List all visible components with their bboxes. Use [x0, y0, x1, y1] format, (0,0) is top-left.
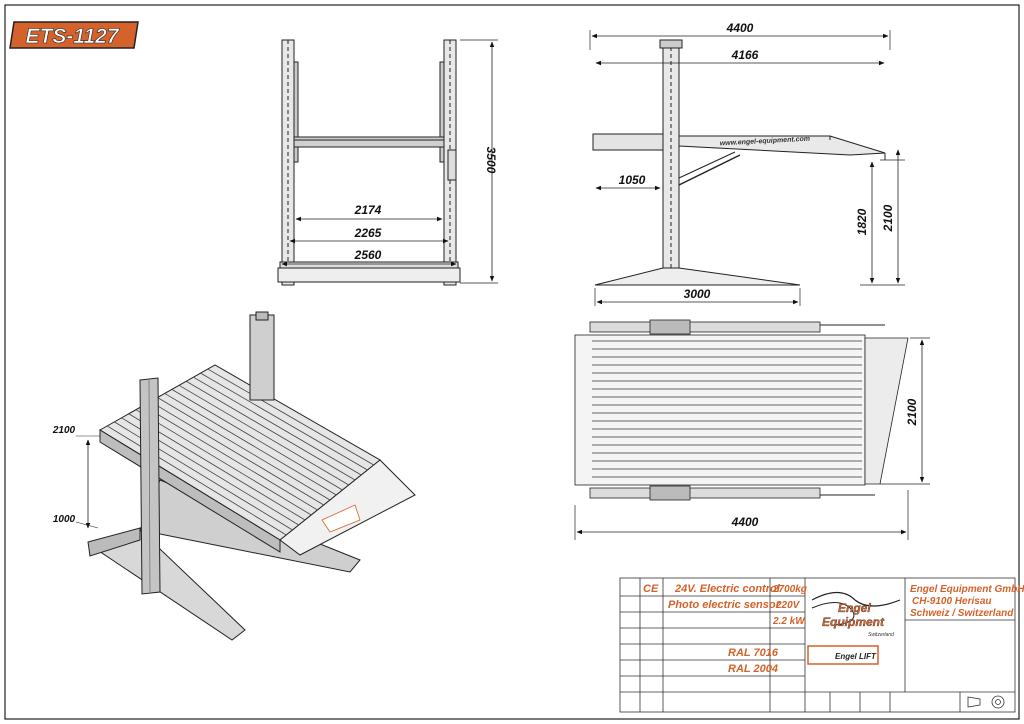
- logo-line-1: Engel: [838, 601, 871, 615]
- model-label: ETS-1127: [9, 21, 139, 49]
- logo-line-2: Equipment: [822, 615, 885, 629]
- title-block: [619, 577, 1016, 713]
- front-width-inner: 2174: [354, 203, 382, 217]
- company-address: CH-9100 Herisau: [912, 596, 991, 607]
- company-name: Engel Equipment GmbH: [910, 584, 1024, 595]
- sensor-spec: Photo electric sensor: [668, 599, 781, 611]
- side-view: [589, 30, 905, 306]
- platform-web-text: www.engel-equipment.com: [720, 136, 811, 148]
- top-width: 2100: [905, 398, 919, 426]
- side-offset: 1050: [619, 173, 646, 187]
- power-spec: 2.2 kW.: [772, 616, 807, 627]
- ral-color-1: RAL 7016: [728, 647, 779, 659]
- model-number: ETS-1127: [26, 25, 120, 48]
- ral-color-2: RAL 2004: [728, 663, 778, 675]
- capacity-spec: 2700kg: [772, 584, 807, 595]
- sheet-border: [4, 4, 1020, 720]
- front-width-mid: 2265: [354, 226, 382, 240]
- side-platform-height: 1820: [855, 208, 869, 235]
- front-height: 3500: [484, 147, 498, 174]
- voltage-spec: 220V: [775, 600, 801, 611]
- logo-sub: Switzerland: [868, 632, 894, 638]
- side-total-length: 4400: [726, 21, 754, 35]
- iso-lower: 1000: [53, 514, 76, 525]
- iso-upper: 2100: [52, 425, 76, 436]
- iso-view: [75, 311, 416, 641]
- badge-text: Engel LIFT: [835, 652, 877, 661]
- ce-mark: CE: [643, 583, 659, 595]
- front-width-outer: 2560: [354, 248, 382, 262]
- top-length: 4400: [731, 515, 759, 529]
- side-total-height: 2100: [881, 204, 895, 232]
- control-spec: 24V. Electric control: [674, 583, 781, 595]
- side-base-length: 3000: [684, 287, 711, 301]
- top-view: [574, 319, 930, 540]
- side-platform-length: 4166: [731, 48, 759, 62]
- front-view: [277, 39, 498, 286]
- company-country: Schweiz / Switzerland: [910, 608, 1014, 619]
